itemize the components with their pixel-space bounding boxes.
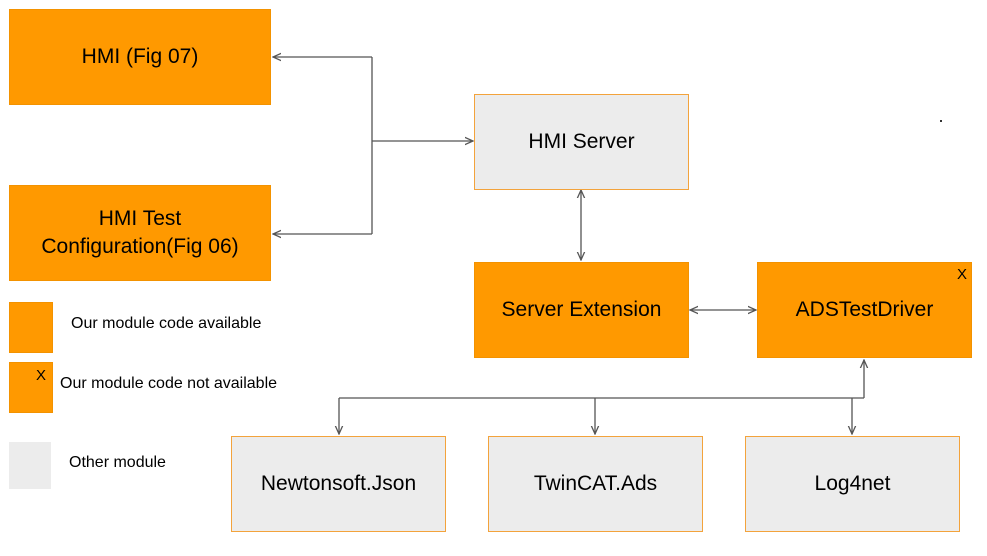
server-extension-node: Server Extension	[474, 262, 689, 358]
hmi-test-configuration-node: HMI Test Configuration(Fig 06)	[9, 185, 271, 281]
ads-test-driver-node: ADSTestDriver X	[757, 262, 972, 358]
hmi-server-node: HMI Server	[474, 94, 689, 190]
legend-swatch-available	[9, 302, 53, 353]
server-extension-label: Server Extension	[501, 297, 662, 321]
legend-not-available-mark: X	[36, 367, 47, 384]
hmi-server-label: HMI Server	[528, 129, 635, 153]
twincat-ads-label: TwinCAT.Ads	[533, 471, 658, 495]
legend-label-not-available: Our module code not available	[60, 375, 278, 392]
legend-label-other: Other module	[69, 454, 166, 471]
log4net-node: Log4net	[745, 436, 960, 532]
hmi-node: HMI (Fig 07)	[9, 9, 271, 105]
hmi-test-configuration-label: HMI Test Configuration(Fig 06)	[41, 206, 239, 258]
log4net-label: Log4net	[814, 471, 891, 495]
hmi-label: HMI (Fig 07)	[81, 44, 199, 68]
code-not-available-mark: X	[956, 266, 967, 283]
twincat-ads-node: TwinCAT.Ads	[488, 436, 703, 532]
newtonsoft-json-node: Newtonsoft.Json	[231, 436, 446, 532]
stray-dot	[940, 120, 942, 122]
legend-swatch-not-available: X	[9, 362, 53, 413]
newtonsoft-json-label: Newtonsoft.Json	[260, 471, 417, 495]
legend-label-available: Our module code available	[71, 315, 262, 332]
ads-test-driver-label: ADSTestDriver	[795, 297, 934, 321]
legend-swatch-other	[9, 442, 51, 489]
